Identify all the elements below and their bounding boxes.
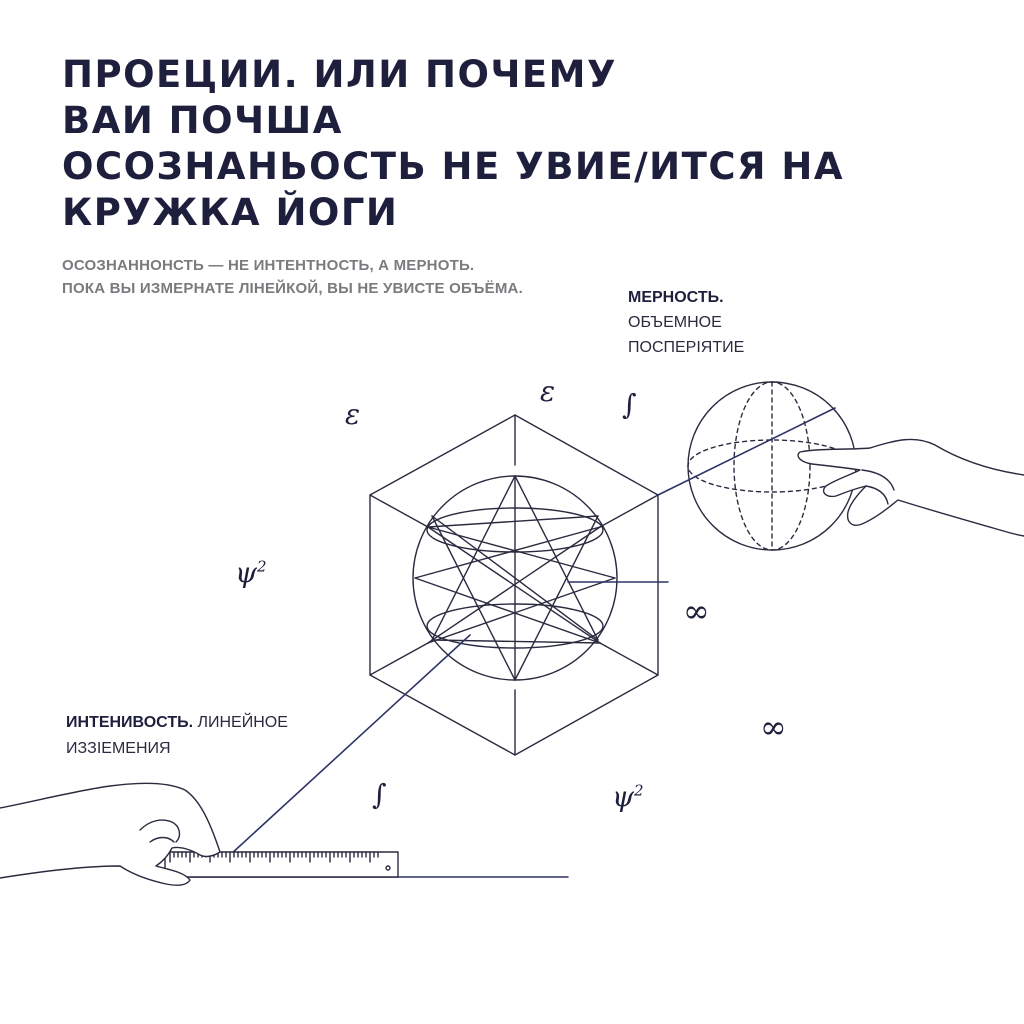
ruler-hole bbox=[385, 865, 391, 871]
subtitle-line-1: ОСОЗНАННОНСТЬ — НЕ ИНТЕНТНОСТЬ, А МЕРНОТ… bbox=[62, 257, 475, 274]
star-lines bbox=[414, 475, 616, 681]
title-line-1: ПРОЕЦИИ. ИЛИ ПОЧЕМУ bbox=[62, 53, 617, 96]
projection-line-to-ruler bbox=[229, 634, 471, 856]
dimension-label-line-1: ОБЪЕМНОЕ bbox=[628, 314, 722, 331]
dimension-label-heading: МЕРНОСТЬ. bbox=[628, 289, 724, 306]
title-line-3: ОСОЗНАНЬОСТЬ НЕ УВИЕ/ИТСЯ НА bbox=[62, 145, 844, 188]
cube-edge-upper-left bbox=[369, 494, 429, 528]
dimension-label: МЕРНОСТЬ. ОБЪЕМНОЕ ПОСПЕРІЯТИЕ bbox=[628, 285, 744, 360]
cube-edge-lower-left bbox=[369, 642, 429, 676]
intensity-label-line-2: ИЗЗІЕМЕНИЯ bbox=[66, 740, 171, 757]
projection-line-to-sphere bbox=[657, 407, 836, 496]
psi-symbol: ψ bbox=[235, 556, 257, 589]
epsilon-symbol-2: ε bbox=[540, 375, 556, 408]
integral-symbol-top: ∫ bbox=[622, 388, 637, 421]
infinity-symbol-2: ∞ bbox=[760, 708, 787, 746]
epsilon-symbol-1: ε bbox=[345, 398, 361, 431]
cube-edge-lower-right bbox=[599, 642, 659, 676]
psi-squared-left: ψ2 bbox=[235, 556, 267, 589]
page-title: ПРОЕЦИИ. ИЛИ ПОЧЕМУ ВАИ ПОЧША ОСОЗНАНЬОС… bbox=[62, 52, 962, 236]
cube-edge-upper-right bbox=[599, 494, 659, 528]
infinity-symbol-1: ∞ bbox=[683, 592, 710, 630]
psi-symbol: ψ bbox=[612, 780, 634, 813]
psi-exponent: 2 bbox=[633, 781, 644, 800]
right-hand-icon bbox=[797, 438, 1024, 537]
title-line-4: КРУЖКА ЙОГИ bbox=[62, 191, 399, 234]
psi-squared-bottom: ψ2 bbox=[612, 780, 644, 813]
subtitle: ОСОЗНАННОНСТЬ — НЕ ИНТЕНТНОСТЬ, А МЕРНОТ… bbox=[62, 254, 523, 300]
integral-symbol-bottom: ∫ bbox=[372, 778, 387, 811]
intensity-label: ИНТЕНИВОСТЬ. ЛИНЕЙНОЕ ИЗЗІЕМЕНИЯ bbox=[66, 710, 288, 762]
subtitle-line-2: ПОКА ВЫ ИЗМЕРНАТЕ ЛІНЕЙКОЙ, ВЫ НЕ УВИСТЕ… bbox=[62, 280, 523, 297]
psi-exponent: 2 bbox=[256, 557, 267, 576]
title-line-2: ВАИ ПОЧША bbox=[62, 99, 343, 142]
intensity-label-rest: ЛИНЕЙНОЕ bbox=[193, 714, 288, 731]
left-hand-icon bbox=[0, 782, 221, 886]
dimension-label-line-2: ПОСПЕРІЯТИЕ bbox=[628, 339, 745, 356]
intensity-label-heading: ИНТЕНИВОСТЬ. bbox=[66, 714, 194, 731]
